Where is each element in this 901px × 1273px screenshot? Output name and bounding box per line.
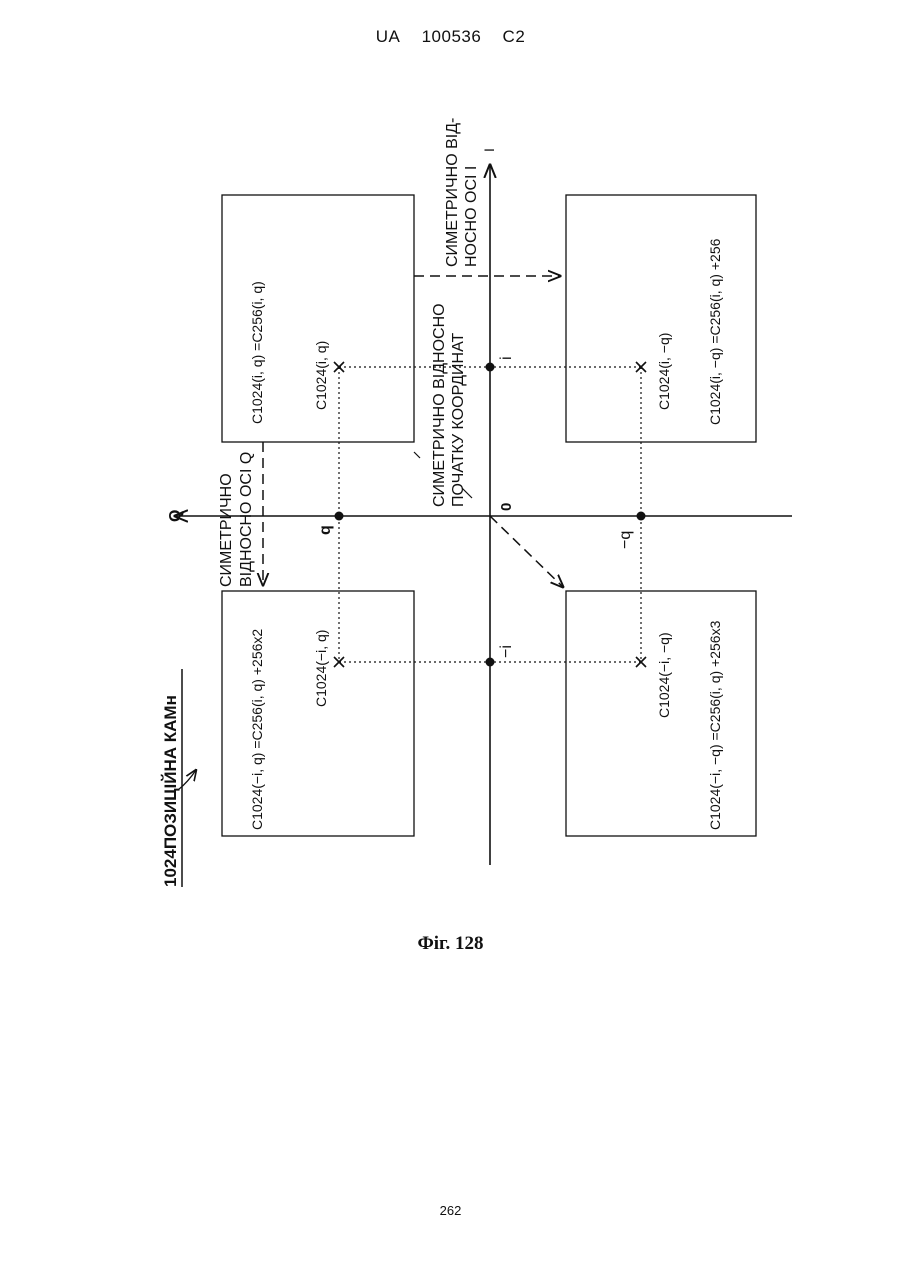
symmetry-arrows [263,276,563,587]
point-bottom-right: C1024(−i, −q) [656,632,672,718]
note-sym-q-line2: ВІДНОСНО ОСІ Q [238,452,255,587]
title-pointer-arrow [178,770,196,790]
tick-point-neg-i [486,658,495,667]
point-top-left: C1024(i, q) [313,341,329,410]
note-sym-q-line1: СИМЕТРИЧНО [218,473,235,587]
tick-point-neg-q [637,512,646,521]
note-sym-origin-line1: СИМЕТРИЧНО ВІДНОСНО [431,303,448,507]
note-sym-i-line1: СИМЕТРИЧНО ВІД- [444,118,461,267]
axis-q-label: Q [167,510,184,522]
page-number: 262 [0,1203,901,1218]
point-top-right: C1024(i, −q) [656,333,672,410]
origin-note-leader-2 [414,452,420,458]
axis-i-label: I [481,148,497,152]
tick-q-label: q [317,525,334,535]
figure-title: 1024ПОЗИЦІЙНА КАМн [161,695,180,887]
note-sym-i-line2: НОСНО ОСІ I [463,166,480,267]
tick-neg-q-label: −q [617,531,634,549]
tick-i-label: i [498,356,515,360]
tick-point-i [486,363,495,372]
formula-bottom-right: C1024(−i, −q) =C256(i, q) +256x3 [707,620,723,830]
origin-label: 0 [498,503,515,511]
tick-neg-i-label: −i [498,645,515,658]
formula-bottom-left: C1024(−i, q) =C256(i, q) +256x2 [249,629,265,830]
point-bottom-left: C1024(−i, q) [313,630,329,707]
figure-caption: Фіг. 128 [0,933,901,955]
tick-point-q [335,512,344,521]
note-sym-origin-line2: ПОЧАТКУ КООРДИНАТ [450,332,467,507]
formula-top-right: C1024(i, −q) =C256(i, q) +256 [707,238,723,425]
formula-top-left: C1024(i, q) =C256(i, q) [249,281,265,424]
